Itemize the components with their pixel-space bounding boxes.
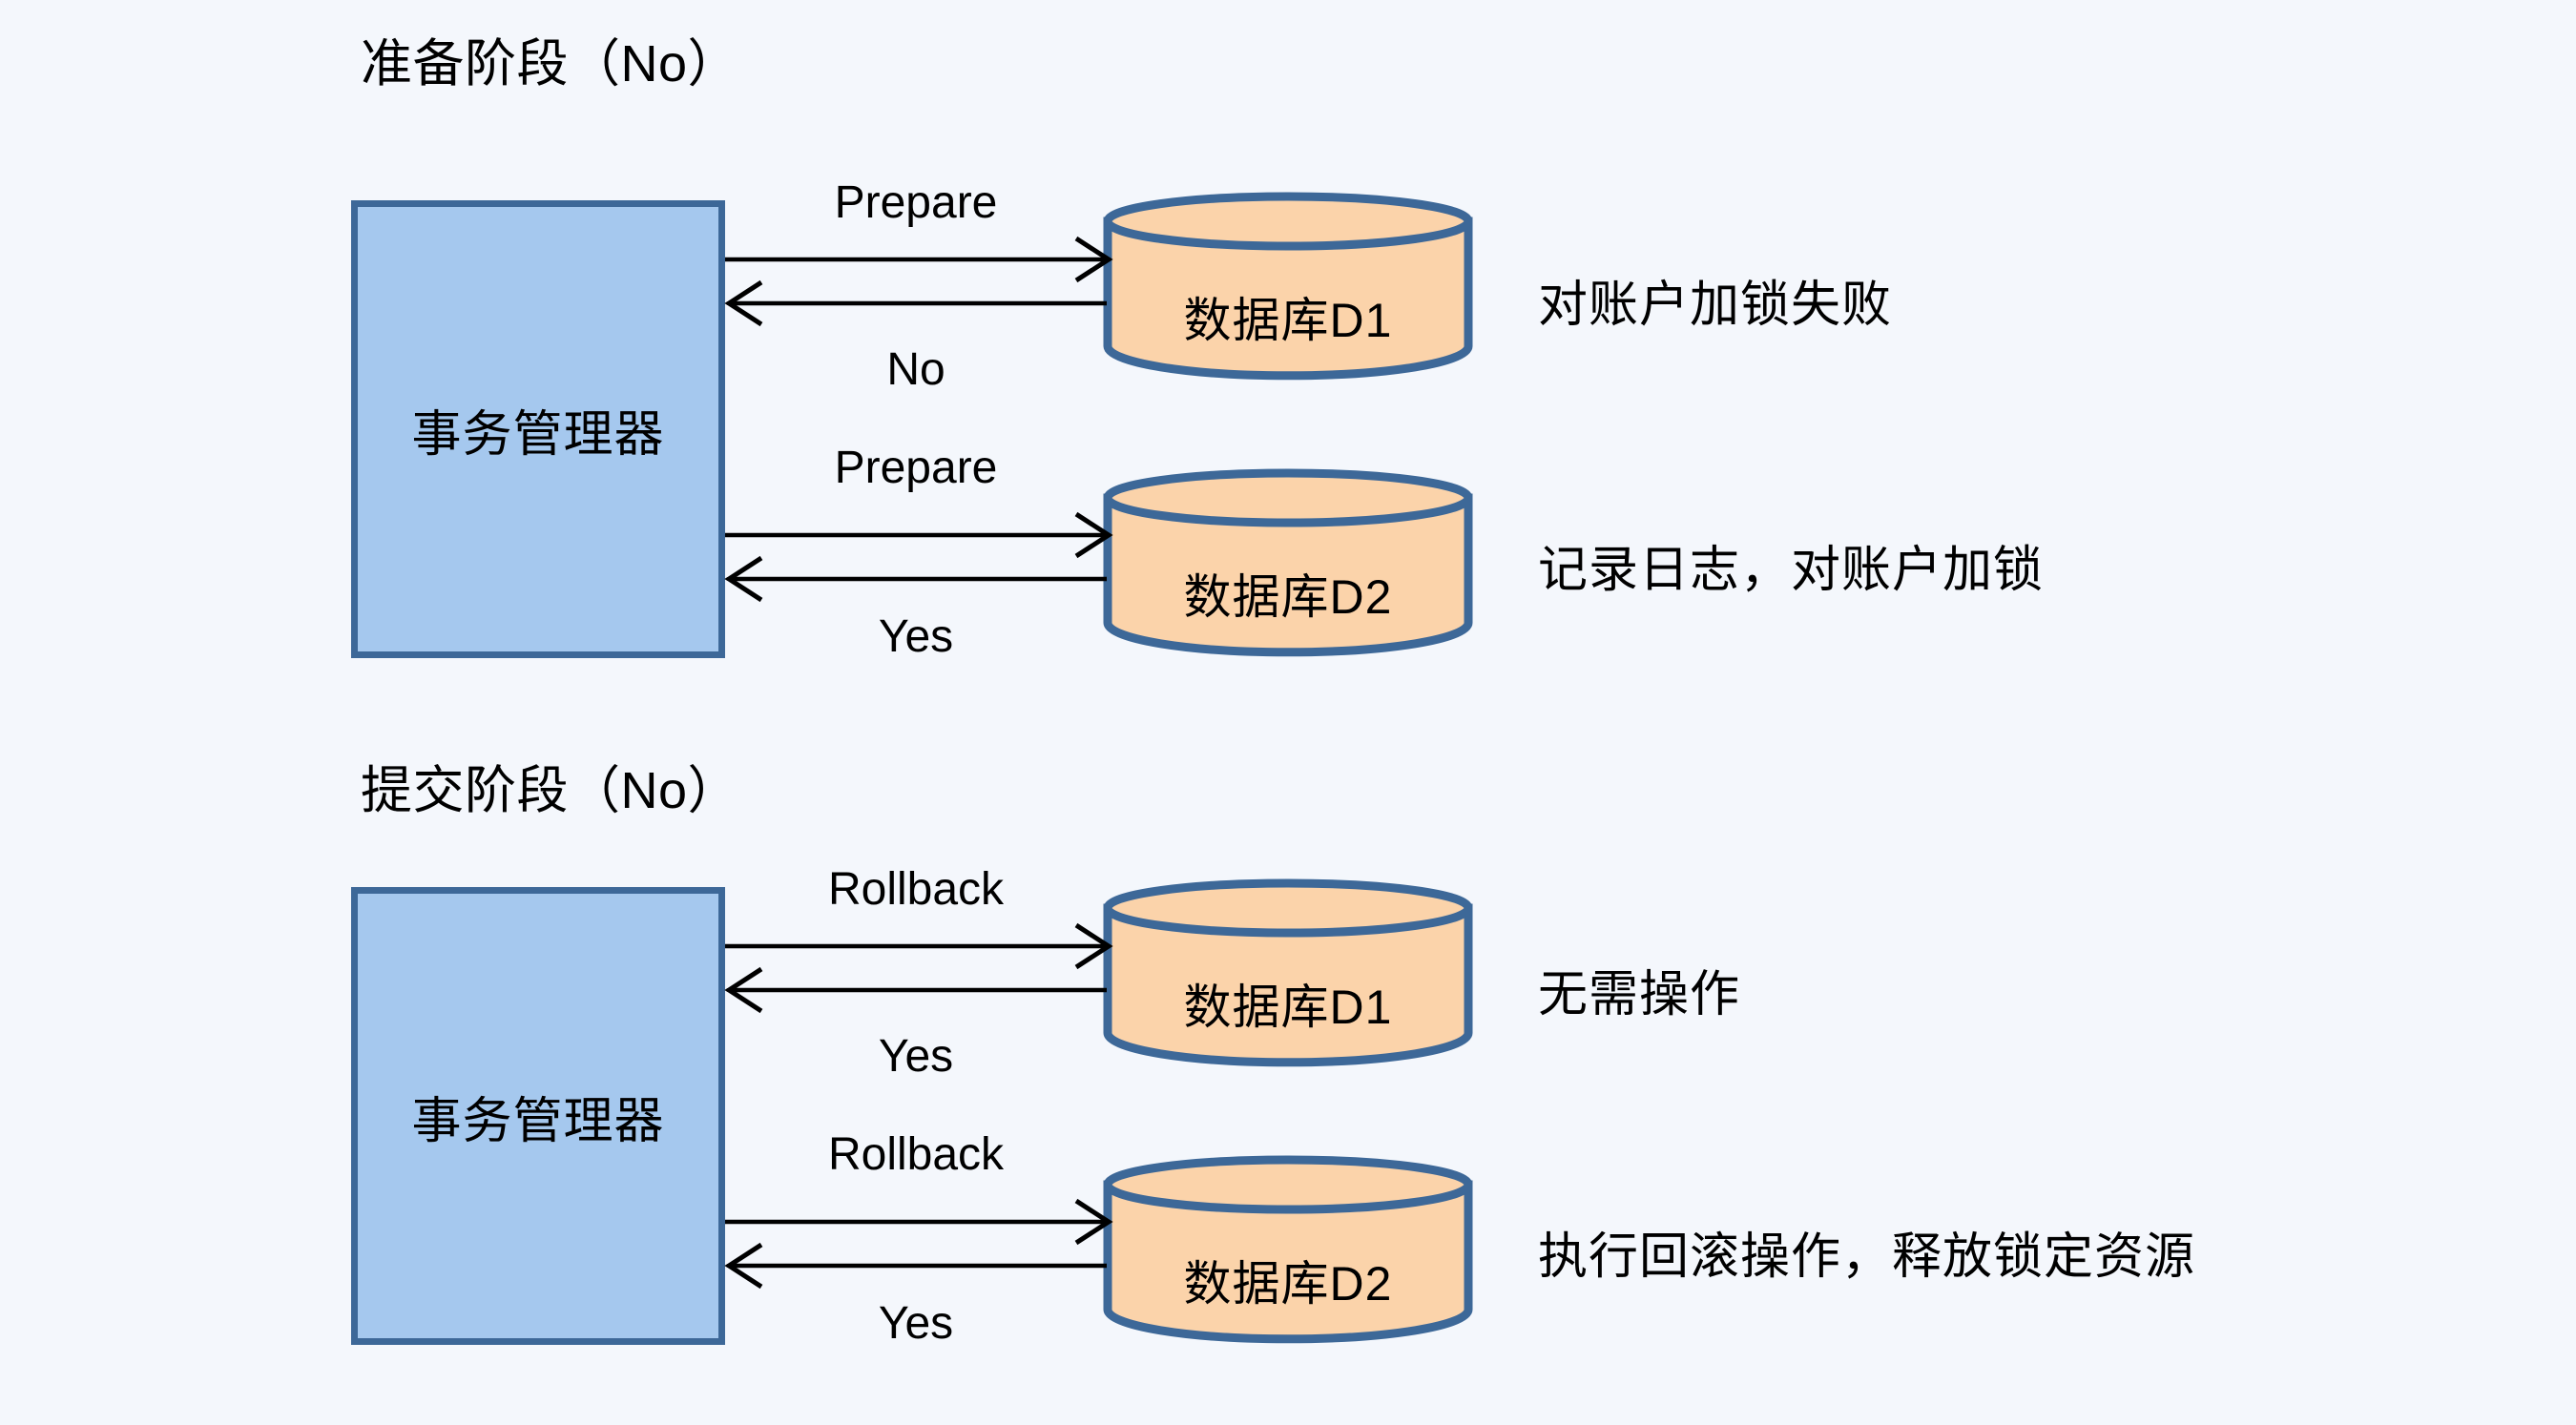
transaction-manager-label: 事务管理器 bbox=[411, 406, 665, 463]
database-cylinder-d1-prepare[interactable]: 数据库D1 bbox=[1102, 191, 1474, 381]
database-cylinder-d2-prepare[interactable]: 数据库D2 bbox=[1102, 467, 1474, 657]
phase-title-prepare: 准备阶段（No） bbox=[361, 35, 740, 93]
arrow-request-d1-commit bbox=[725, 922, 1113, 970]
database-cylinder-d2-commit[interactable]: 数据库D2 bbox=[1102, 1154, 1474, 1344]
edge-label-response-d2-commit: Yes bbox=[878, 1298, 954, 1349]
database-cylinder-d1-commit[interactable]: 数据库D1 bbox=[1102, 878, 1474, 1067]
transaction-manager-label: 事务管理器 bbox=[411, 1093, 665, 1149]
edge-label-response-d2-prepare: Yes bbox=[878, 611, 954, 662]
edge-label-response-d1-commit: Yes bbox=[878, 1031, 954, 1082]
edge-label-request-d1-commit: Rollback bbox=[827, 864, 1005, 915]
note-d1-prepare: 对账户加锁失败 bbox=[1538, 278, 1893, 333]
edge-label-request-d2-prepare: Prepare bbox=[834, 443, 998, 493]
note-d2-commit: 执行回滚操作，释放锁定资源 bbox=[1538, 1229, 2196, 1285]
arrow-request-d1-prepare bbox=[725, 236, 1113, 283]
phase-title-commit: 提交阶段（No） bbox=[361, 762, 740, 819]
arrow-response-d1-commit bbox=[724, 966, 1107, 1014]
arrow-request-d2-prepare bbox=[725, 511, 1113, 559]
edge-label-response-d1-prepare: No bbox=[886, 344, 945, 395]
arrow-response-d2-prepare bbox=[724, 555, 1107, 603]
arrow-request-d2-commit bbox=[725, 1198, 1113, 1246]
arrow-response-d2-commit bbox=[724, 1242, 1107, 1290]
transaction-manager-box-commit[interactable]: 事务管理器 bbox=[351, 887, 725, 1345]
transaction-manager-box-prepare[interactable]: 事务管理器 bbox=[351, 200, 725, 658]
note-d2-prepare: 记录日志，对账户加锁 bbox=[1538, 543, 2045, 598]
edge-label-request-d2-commit: Rollback bbox=[827, 1129, 1005, 1180]
arrow-response-d1-prepare bbox=[724, 279, 1107, 327]
edge-label-request-d1-prepare: Prepare bbox=[834, 177, 998, 228]
note-d1-commit: 无需操作 bbox=[1538, 967, 1741, 1022]
